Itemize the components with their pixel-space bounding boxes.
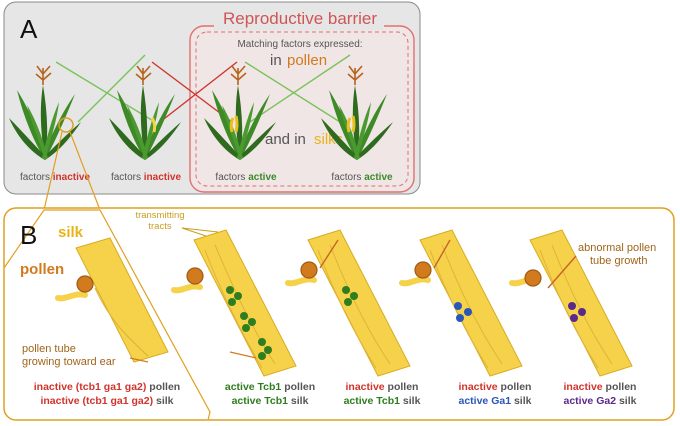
and-in-label: and in [265,131,306,148]
ear-silk [150,117,157,133]
condition-caption: active Tcb1 silk [232,395,309,407]
abnormal-growth-label: tube growth [590,255,647,267]
pollen-grain [186,267,204,285]
pollen-label: pollen [20,261,64,278]
pollination-line [55,61,156,123]
condition-caption: inactive pollen [346,381,419,393]
condition-caption: inactive pollen [459,381,532,393]
condition-caption: inactive pollen [564,381,637,393]
panel-b: B silk pollen pollen tube growing toward… [3,131,675,421]
panel-a: A Reproductive barrier Matching factors … [3,1,421,195]
silk-diagram [399,229,523,377]
tcb1-protein [258,338,266,346]
zoom-line [69,131,101,211]
zoom-line [43,131,63,211]
matching-factors-text: Matching factors expressed: [237,39,362,50]
tracts-pointer [181,227,219,237]
tcb1-protein [258,352,266,360]
pollen-tube-label: pollen tube [22,343,76,355]
pollen-grain [524,269,542,287]
pollen-grain [300,261,318,279]
pollen-tube-label: growing toward ear [22,356,116,368]
condition-caption: inactive (tcb1 ga1 ga2) pollen [34,381,180,393]
panel-b-letter: B [20,220,37,250]
arrow [319,239,339,269]
pollination-line [244,61,341,123]
plant-caption: factors active [215,172,277,183]
transmitting-tracts-label: tracts [148,221,171,232]
abnormal-growth-label: abnormal pollen [578,242,656,254]
plant-caption: factors inactive [20,172,90,183]
silk-diagram [55,237,169,363]
plant-caption: factors inactive [111,172,181,183]
condition-caption: inactive (tcb1 ga1 ga2) silk [40,395,173,407]
pollination-line [249,54,351,123]
condition-caption: active Tcb1 silk [344,395,421,407]
plant-caption: factors active [331,172,393,183]
panel-a-letter: A [20,14,38,44]
silk-diagram [285,229,411,377]
ear-silk [346,115,356,133]
tcb1-protein [242,324,250,332]
condition-caption: active Ga2 silk [564,395,637,407]
pollination-line [77,54,146,123]
ear-highlight-circle [58,117,74,133]
pollen-word: pollen [287,52,327,69]
condition-caption: active Tcb1 pollen [225,381,315,393]
silk-label: silk [58,224,84,241]
pollen-grain [414,261,432,279]
barrier-box-inner [195,31,409,187]
annotation-arrow [129,357,149,363]
tcb1-protein [264,346,272,354]
condition-caption: active Ga1 silk [459,395,532,407]
tcb1-protein [234,292,242,300]
arrow [433,239,451,269]
blocked-line [159,61,238,123]
barrier-title: Reproductive barrier [223,9,377,28]
tcb1-protein [226,286,234,294]
ear-silk [229,115,239,133]
tcb1-protein [248,318,256,326]
tcb1-protein [240,312,248,320]
silk-diagram [171,229,297,377]
in-label: in [270,52,282,69]
transmitting-tracts-label: transmitting [135,210,184,221]
zoom-inset [3,209,211,421]
tcb1-protein [228,298,236,306]
annotation-arrow [229,351,257,359]
silk-diagram [509,229,633,377]
barrier-title-bg [214,6,384,30]
arrow [547,255,577,289]
pollen-grain [76,275,94,293]
